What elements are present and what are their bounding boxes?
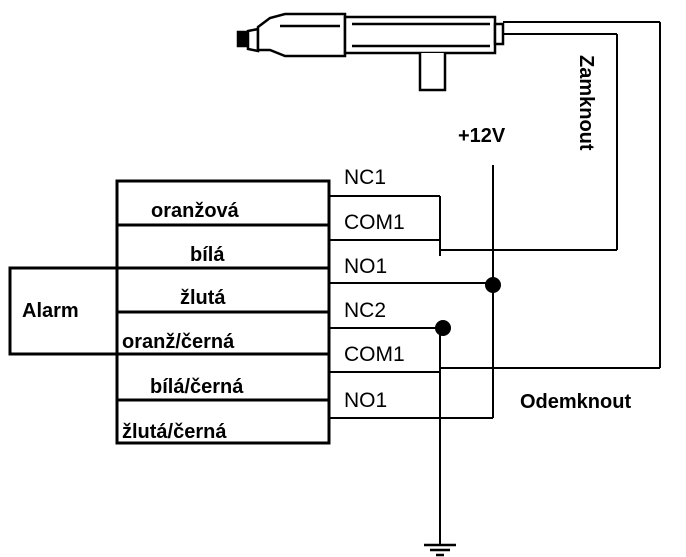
junction-dot xyxy=(435,320,451,336)
wire-label: oranž/černá xyxy=(122,331,235,353)
terminal-label: NC2 xyxy=(344,299,387,322)
alarm-label: Alarm xyxy=(22,300,79,322)
wire-label: žlutá/černá xyxy=(122,421,227,443)
actuator-icon xyxy=(236,12,505,92)
supply-label: +12V xyxy=(458,125,506,147)
lock-label: Zamknout xyxy=(575,55,597,151)
terminal-label: NO1 xyxy=(344,255,388,278)
terminal-label: COM1 xyxy=(344,343,405,366)
unlock-label: Odemknout xyxy=(520,391,632,413)
terminal-label: NO1 xyxy=(344,389,388,412)
terminal-label: COM1 xyxy=(344,211,405,234)
junction-dot xyxy=(485,277,501,293)
wire-label: žlutá xyxy=(180,287,226,309)
wire-label: bílá xyxy=(190,244,225,266)
wire-label: oranžová xyxy=(151,200,239,222)
ground-icon xyxy=(424,543,456,557)
terminal-label: NC1 xyxy=(344,166,387,189)
wire-label: bílá/černá xyxy=(150,376,244,398)
